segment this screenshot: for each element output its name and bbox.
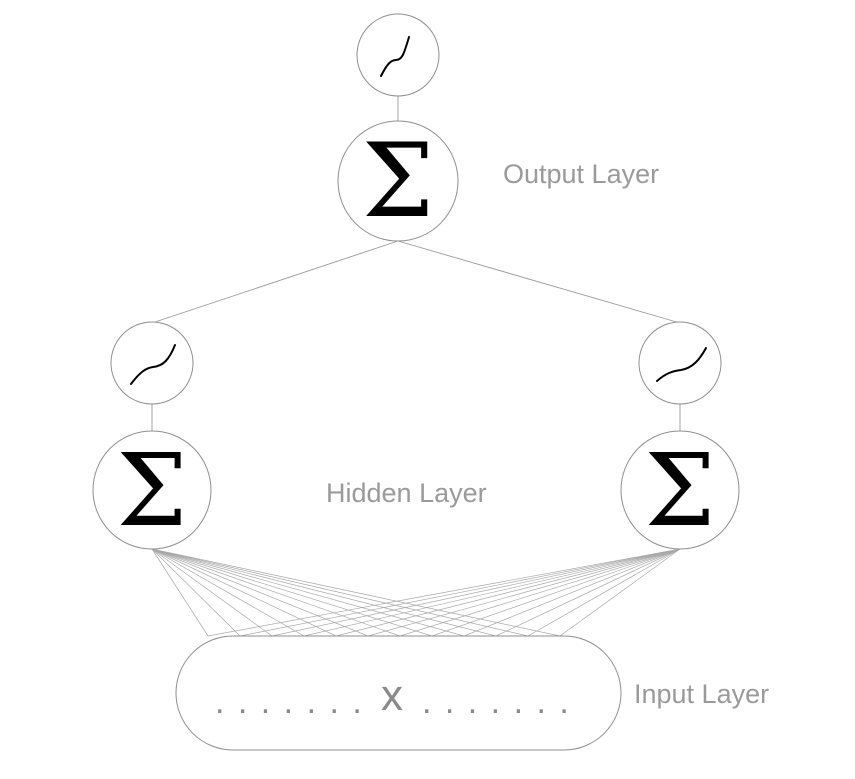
sigmoid-curve-icon [130, 344, 176, 385]
input-connection-edge [151, 548, 273, 637]
input-connection-edge [559, 548, 681, 637]
hidden-layer-label: Hidden Layer [326, 478, 487, 508]
hidden-right-sum-node: Σ [620, 430, 740, 550]
edge-output-sum-to-right-activation [397, 240, 681, 324]
input-connection-edge [151, 548, 305, 637]
output-activation-node [356, 13, 440, 97]
input-connection-edge [151, 548, 433, 637]
input-left-dots: . . . . . . . [215, 683, 364, 721]
input-connection-edge [151, 548, 561, 637]
input-connection-edge [151, 548, 241, 637]
input-connection-edge [463, 548, 681, 637]
input-connection-edge [207, 548, 681, 637]
input-right-dots: . . . . . . . [422, 683, 571, 721]
sigmoid-curve-icon [656, 347, 707, 382]
output-layer-label: Output Layer [503, 159, 659, 189]
input-connection-edge [151, 548, 401, 637]
input-connection-edge [335, 548, 681, 637]
input-layer-label: Input Layer [634, 679, 769, 709]
edge-output-sum-to-left-activation [151, 240, 399, 324]
input-connection-edge [399, 548, 681, 637]
input-layer-box: . . . . . . . x . . . . . . . [175, 635, 622, 751]
sigma-icon: Σ [645, 432, 716, 549]
input-connection-edge [151, 548, 209, 637]
input-variable-x: x [381, 671, 403, 720]
input-connection-edge [495, 548, 681, 637]
input-connection-edge [431, 548, 681, 637]
input-connection-edge [367, 548, 681, 637]
input-connection-edge [151, 548, 465, 637]
sigma-icon: Σ [117, 432, 188, 549]
input-connection-edge [271, 548, 681, 637]
input-connection-edge [151, 548, 337, 637]
input-connection-edge [239, 548, 681, 637]
sigma-icon: Σ [362, 122, 434, 241]
input-to-hidden-connections [151, 548, 681, 637]
input-connection-edge [151, 548, 497, 637]
hidden-left-sum-node: Σ [92, 430, 212, 550]
hidden-right-activation-node [638, 321, 722, 405]
output-sum-node: Σ [337, 120, 459, 242]
input-connection-edge [151, 548, 369, 637]
sigmoid-curve-icon [380, 36, 410, 77]
input-connection-edge [303, 548, 681, 637]
hidden-left-activation-node [110, 321, 194, 405]
input-connection-edge [151, 548, 529, 637]
input-connection-edge [527, 548, 681, 637]
